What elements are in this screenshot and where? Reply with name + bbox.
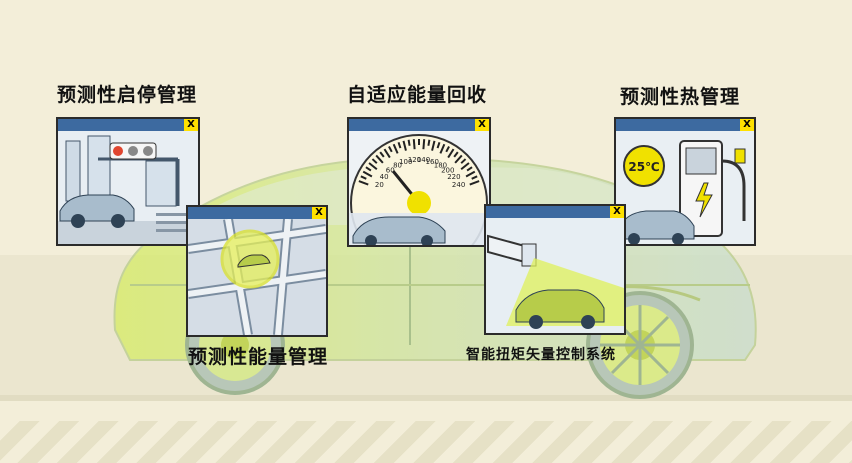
camera-scene [486,218,624,333]
speedometer-tick [427,139,431,146]
speedometer-tick [460,158,467,164]
panel-title-bar [349,119,489,131]
label-predictive-energy: 预测性能量管理 [188,346,329,368]
speedometer-tick [392,143,399,154]
label-torque-vectoring: 智能扭矩矢量控制系统 [466,347,616,363]
traffic-scene [58,131,198,244]
speedometer-tick-label: 40 [380,173,389,181]
speedometer-tick [453,151,459,158]
speedometer-tick-label: 120 [408,156,421,164]
label-predictive-start-stop: 预测性启停管理 [57,84,198,106]
label-predictive-thermal: 预测性热管理 [620,86,741,108]
panel-title-bar [188,207,326,219]
speedometer-tick [469,180,480,186]
speedometer-tick [365,166,372,172]
speedometer-tick [360,175,367,180]
speedometer-tick [412,139,416,150]
charging-scene: 25℃ [616,131,754,244]
speedometer-tick [471,175,478,180]
speedometer-tick [388,146,393,153]
label-adaptive-energy-recovery: 自适应能量回收 [347,84,488,106]
speedometer-tick [402,140,407,151]
speedometer-tick-label: 140 [417,156,430,164]
panel-thermal: X 25℃ [614,117,756,246]
temperature-readout: 25℃ [628,160,659,174]
speedometer-tick [439,143,446,154]
speedometer-tick [466,166,473,172]
speedometer-tick-label: 200 [441,167,454,175]
panel-title-bar [616,119,754,131]
speedometer-tick-label: 240 [452,181,465,189]
floor-stripes [0,421,852,463]
speedometer-tick [375,154,384,164]
speedometer-tick [371,158,378,164]
speedometer-tick-label: 160 [426,158,439,166]
map-scene [188,219,326,335]
speedometer-tick-label: 80 [393,162,402,170]
panel-torque-vectoring: X [484,204,626,335]
speedometer-tick [436,142,441,149]
speedometer-tick [368,162,378,171]
speedometer-tick [383,148,391,159]
speedometer-tick [379,151,385,158]
floor-line [0,395,852,401]
panel-energy-management: X [186,205,328,337]
speedometer-tick [362,170,373,178]
speedometer-tick-label: 60 [386,167,395,175]
speedometer-tick [445,146,450,153]
panel-title-bar [486,206,624,218]
close-button[interactable]: X [610,206,624,218]
speedometer-tick [358,180,369,186]
close-button[interactable]: X [312,207,326,219]
speedometer-tick [407,139,411,146]
close-button[interactable]: X [184,119,198,131]
close-button[interactable]: X [740,119,754,131]
close-button[interactable]: X [475,119,489,131]
speedometer-tick [422,139,426,150]
speedometer-tick [454,154,463,164]
speedometer-tick [431,140,436,151]
panel-title-bar [58,119,198,131]
speedometer-tick [460,162,470,171]
speedometer-tick [447,148,455,159]
speedometer-tick-label: 220 [447,173,460,181]
speedometer-tick-label: 100 [399,158,412,166]
speedometer-tick-label: 180 [434,162,447,170]
panel-start-stop: X [56,117,200,246]
speedometer-tick [465,170,476,178]
speedometer-tick-label: 20 [375,181,384,189]
speedometer-tick [397,142,402,149]
